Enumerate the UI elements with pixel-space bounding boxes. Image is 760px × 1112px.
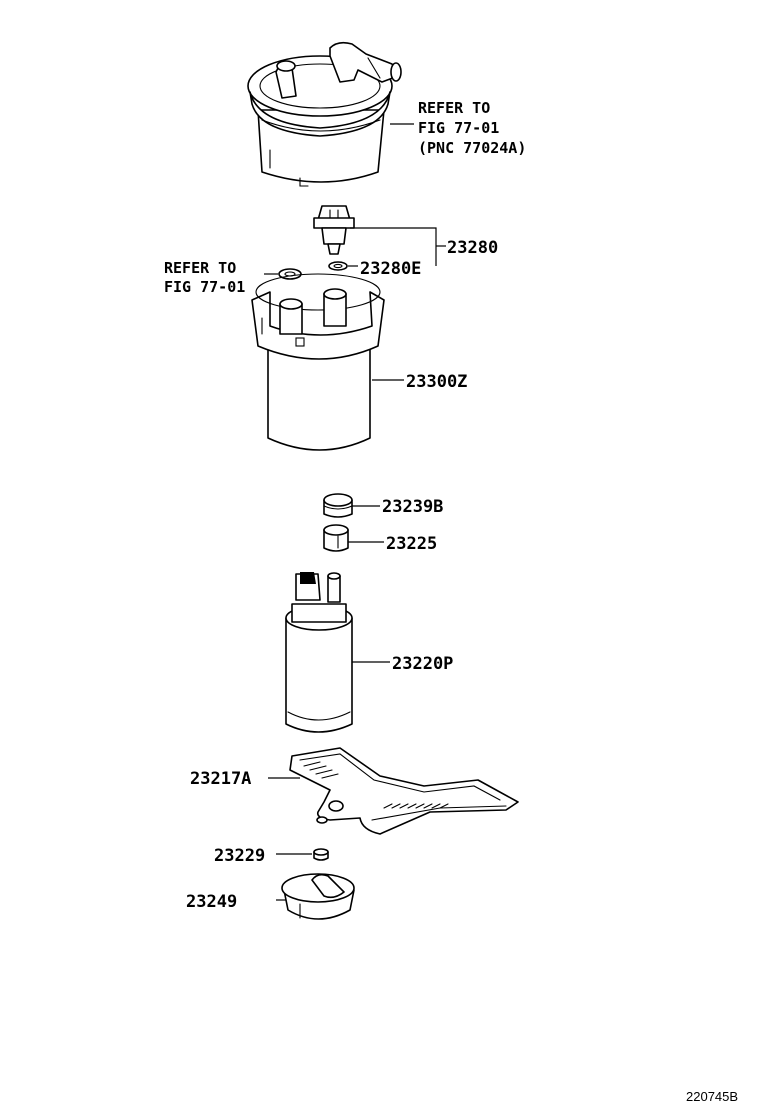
part-label-23217A: 23217A [190,769,251,789]
part-label-23280E: 23280E [360,259,421,279]
reference-text: FIG 77-01 [418,119,499,137]
reference-callout-o-ring: REFER TO FIG 77-01 [164,259,245,296]
o-ring-icon [328,261,348,271]
reference-callout-fuel-filter: REFER TO FIG 77-01 (PNC 77024A) [418,99,526,157]
clamp-icon [313,848,329,861]
pump-cushion-icon [281,873,355,920]
pressure-regulator-icon [313,205,355,255]
part-label-23280: 23280 [447,238,498,258]
reference-text: FIG 77-01 [164,278,245,296]
fuel-filter-icon [247,41,402,187]
part-label-23239B: 23239B [382,497,443,517]
reference-text: REFER TO [164,259,236,277]
part-label-23249: 23249 [186,892,237,912]
reference-text: REFER TO [418,99,490,117]
wire-harness-icon [289,747,519,835]
leader-lines [264,123,446,901]
figure-id: 220745B [686,1089,738,1104]
cushion-rubber-icon [323,493,353,518]
part-label-23225: 23225 [386,534,437,554]
part-label-23300Z: 23300Z [406,372,467,392]
fuel-pump-icon [285,572,353,733]
fuel-filter-case-icon [251,273,385,451]
part-label-23229: 23229 [214,846,265,866]
part-label-23220P: 23220P [392,654,453,674]
grommet-icon [323,524,349,552]
reference-text: (PNC 77024A) [418,139,526,157]
